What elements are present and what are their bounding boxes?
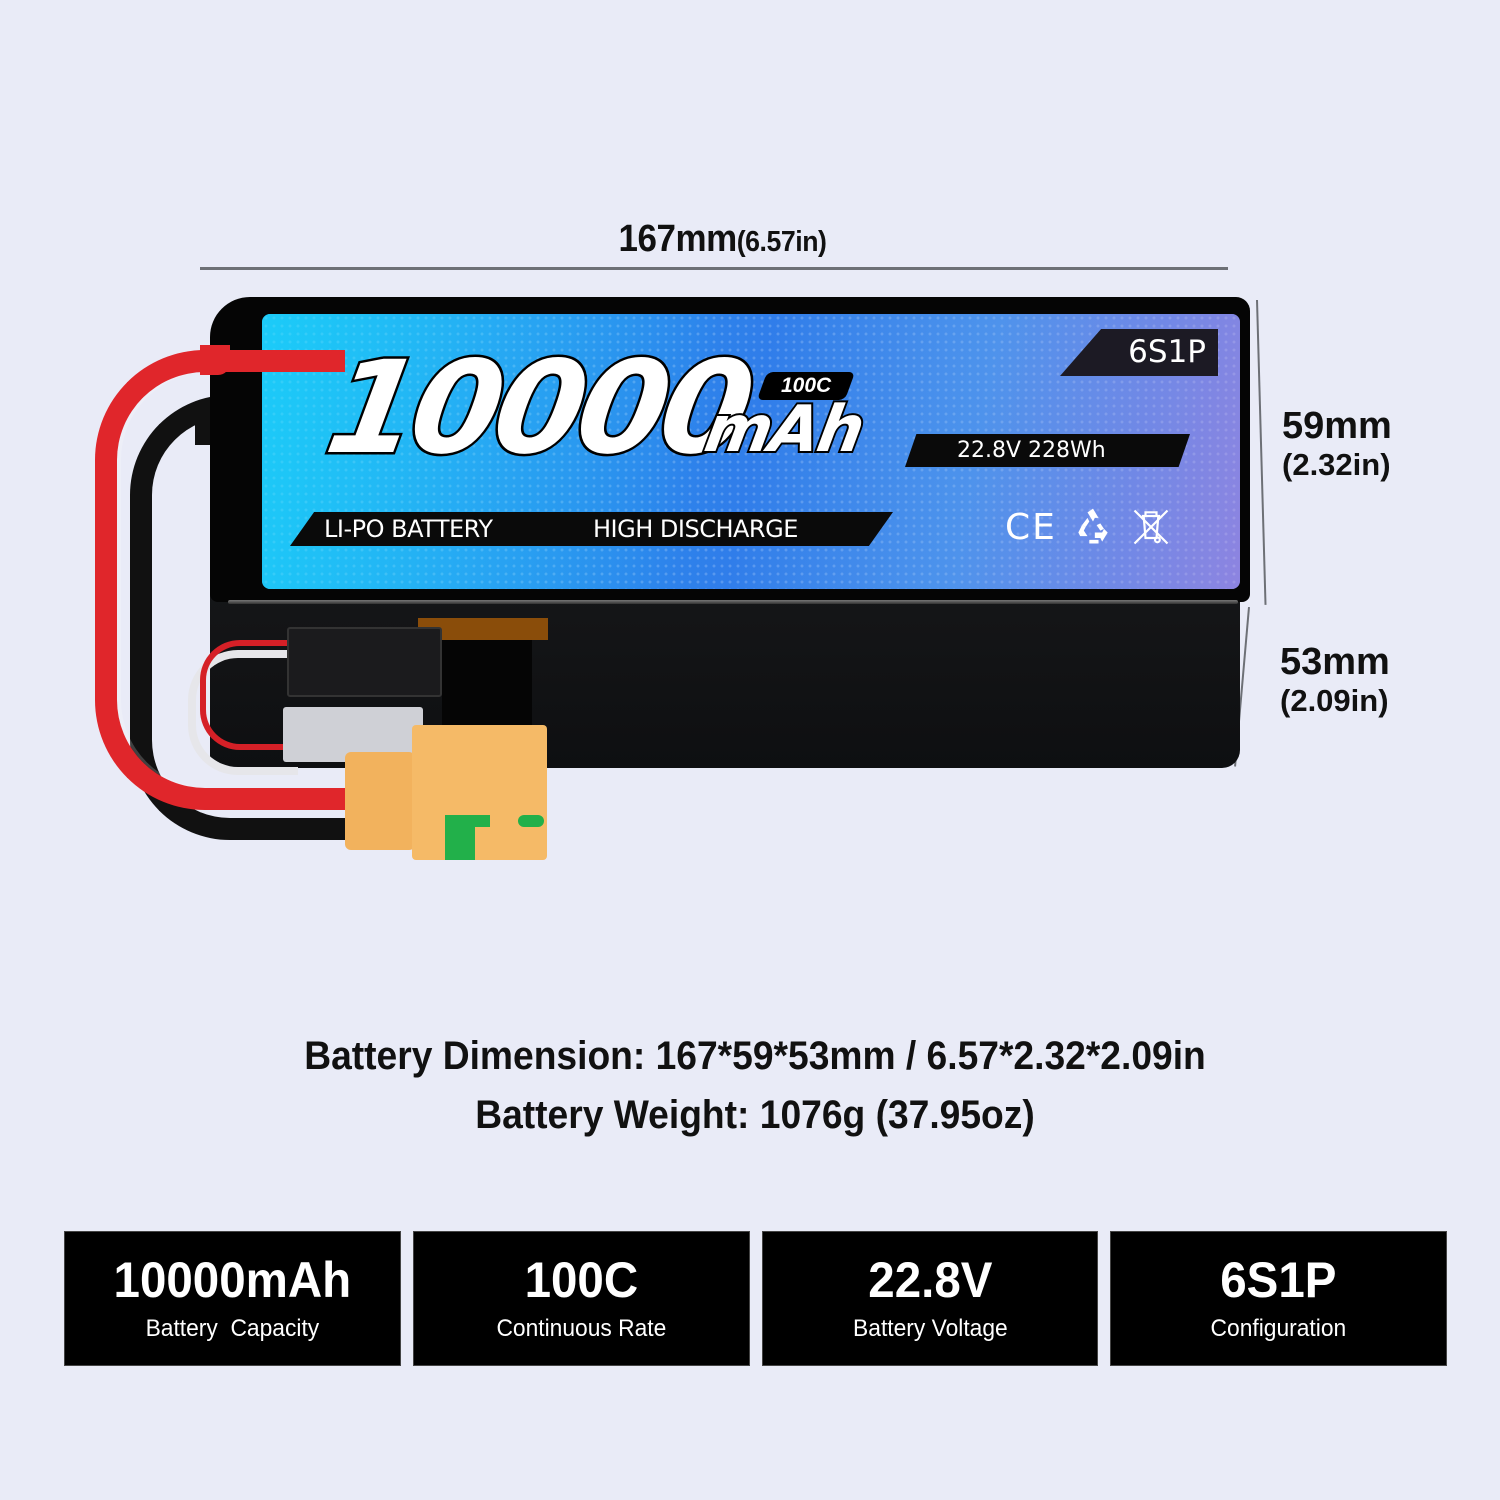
- card-caption: Battery Voltage: [852, 1314, 1008, 1342]
- balance-lead-wires: [188, 650, 298, 775]
- length-dimension-label: 167mm(6.57in): [58, 218, 1387, 261]
- height-mm: 53mm: [1280, 641, 1390, 683]
- length-mm: 167mm: [618, 218, 738, 260]
- card-caption: Continuous Rate: [496, 1314, 667, 1342]
- length-in: (6.57in): [736, 226, 827, 258]
- card-value: 100C: [524, 1251, 638, 1308]
- label-voltage-band: 22.8V 228Wh: [905, 434, 1190, 467]
- label-feature: HIGH DISCHARGE: [593, 515, 798, 543]
- xt90-connector-sleeve: [345, 752, 415, 850]
- label-voltage-energy: 22.8V 228Wh: [957, 438, 1106, 463]
- card-value: 22.8V: [867, 1251, 992, 1308]
- spec-card-configuration: 6S1P Configuration: [1110, 1231, 1447, 1366]
- label-type: LI-PO BATTERY: [324, 515, 493, 543]
- battery-case-seam: [228, 600, 1238, 604]
- width-dimension-line: [1256, 299, 1267, 605]
- xt90-connector-body: [412, 725, 547, 860]
- spec-card-voltage: 22.8V Battery Voltage: [761, 1231, 1099, 1366]
- length-dimension-line: [200, 267, 1228, 270]
- label-rate-badge: 100C: [756, 372, 856, 400]
- xt90-marking-dot: [518, 815, 544, 827]
- battery-weight-text: Battery Weight: 1076g (37.95oz): [475, 1093, 1035, 1137]
- label-config-band: 6S1P: [1060, 329, 1218, 376]
- card-caption: Configuration: [1210, 1314, 1347, 1342]
- certification-icons: CE: [1005, 505, 1173, 549]
- recycle-icon: [1078, 508, 1108, 544]
- width-dimension-label: 59mm (2.32in): [1282, 405, 1392, 482]
- width-in: (2.32in): [1282, 446, 1391, 482]
- card-caption: Battery Capacity: [145, 1314, 320, 1342]
- connector-housing-top: [418, 618, 548, 640]
- ce-mark-icon: CE: [1005, 506, 1057, 548]
- red-cable-root: [200, 345, 230, 375]
- label-rate-text: 100C: [780, 374, 832, 397]
- width-mm: 59mm: [1282, 405, 1392, 447]
- label-type-band: LI-PO BATTERY HIGH DISCHARGE: [290, 512, 893, 546]
- card-value: 10000mAh: [113, 1251, 352, 1308]
- weee-crossed-bin-icon: [1133, 509, 1169, 545]
- height-in: (2.09in): [1280, 682, 1389, 718]
- balance-plug-black: [287, 627, 442, 697]
- height-dimension-label: 53mm (2.09in): [1280, 641, 1390, 718]
- label-configuration: 6S1P: [1128, 334, 1206, 370]
- label-capacity-unit: mAh: [697, 391, 870, 469]
- label-capacity-number: 10000: [314, 332, 761, 486]
- spec-card-rate: 100C Continuous Rate: [412, 1231, 750, 1366]
- spec-cards: 10000mAh Battery Capacity 100C Continuou…: [64, 1231, 1447, 1366]
- card-value: 6S1P: [1220, 1251, 1337, 1308]
- battery-dimension-text: Battery Dimension: 167*59*53mm / 6.57*2.…: [304, 1034, 1206, 1078]
- balance-lead-red-wire: [200, 640, 300, 750]
- spec-card-capacity: 10000mAh Battery Capacity: [64, 1231, 401, 1366]
- xt90-marking-bar: [445, 815, 490, 827]
